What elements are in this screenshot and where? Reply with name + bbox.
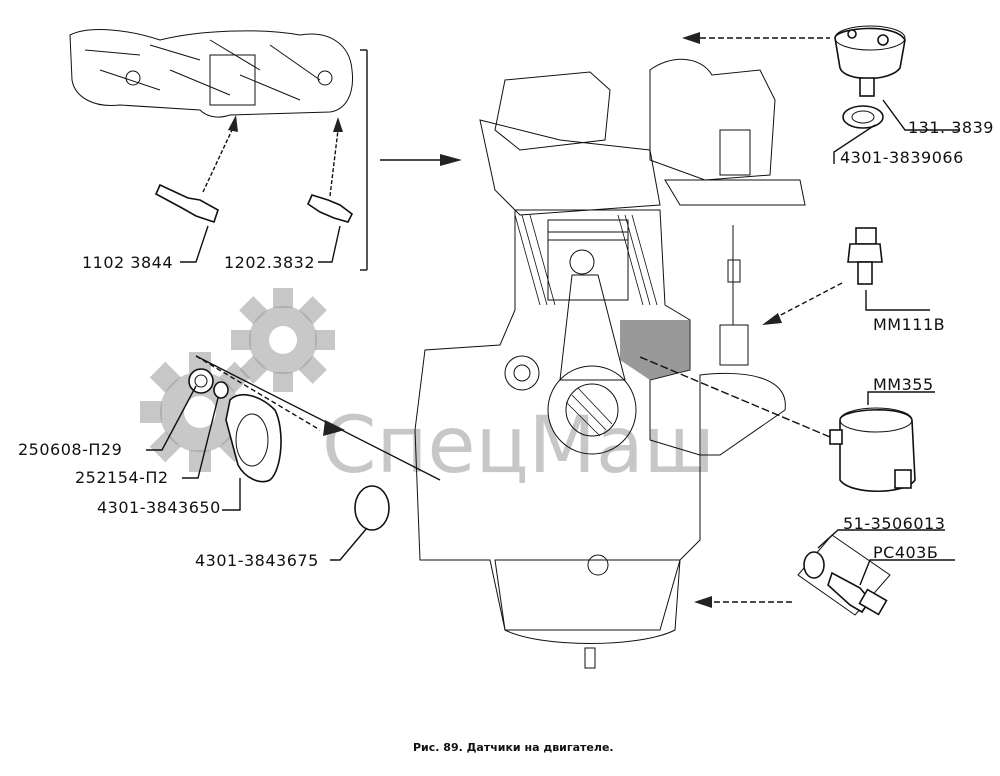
sensor-flange-group: [146, 355, 441, 561]
engine-cross-section: [414, 58, 806, 669]
part-labels: 1102 3844 1202.3832 131. 3839 4301-38390…: [18, 118, 994, 570]
label-51-3506013: 51-3506013: [843, 514, 945, 533]
intake-manifold: [69, 29, 462, 271]
sensor-1202-3832: [306, 117, 354, 263]
label-131-3839: 131. 3839: [908, 118, 994, 137]
label-mm355: MM355: [873, 375, 934, 394]
label-4301-3843650: 4301-3843650: [97, 498, 221, 517]
label-1202-3832: 1202.3832: [224, 253, 315, 272]
label-4301-3843675: 4301-3843675: [195, 551, 319, 570]
label-252154-p2: 252154-П2: [75, 468, 169, 487]
sensor-mm111b: [762, 227, 930, 325]
sensor-1102-3844: [154, 115, 238, 263]
sensor-131-3839: [682, 25, 960, 164]
label-4301-3839066: 4301-3839066: [840, 148, 964, 167]
label-mm111b: MM111B: [873, 315, 945, 334]
label-pc403b: PC403Б: [873, 543, 938, 562]
figure-caption: Рис. 89. Датчики на двигателе.: [413, 741, 614, 754]
label-1102-3844: 1102 3844: [82, 253, 173, 272]
sensor-pc403b: [694, 529, 955, 616]
label-250608-p29: 250608-П29: [18, 440, 122, 459]
sensor-mm355: [639, 356, 935, 493]
watermark-text: СпецМаш: [322, 401, 715, 491]
